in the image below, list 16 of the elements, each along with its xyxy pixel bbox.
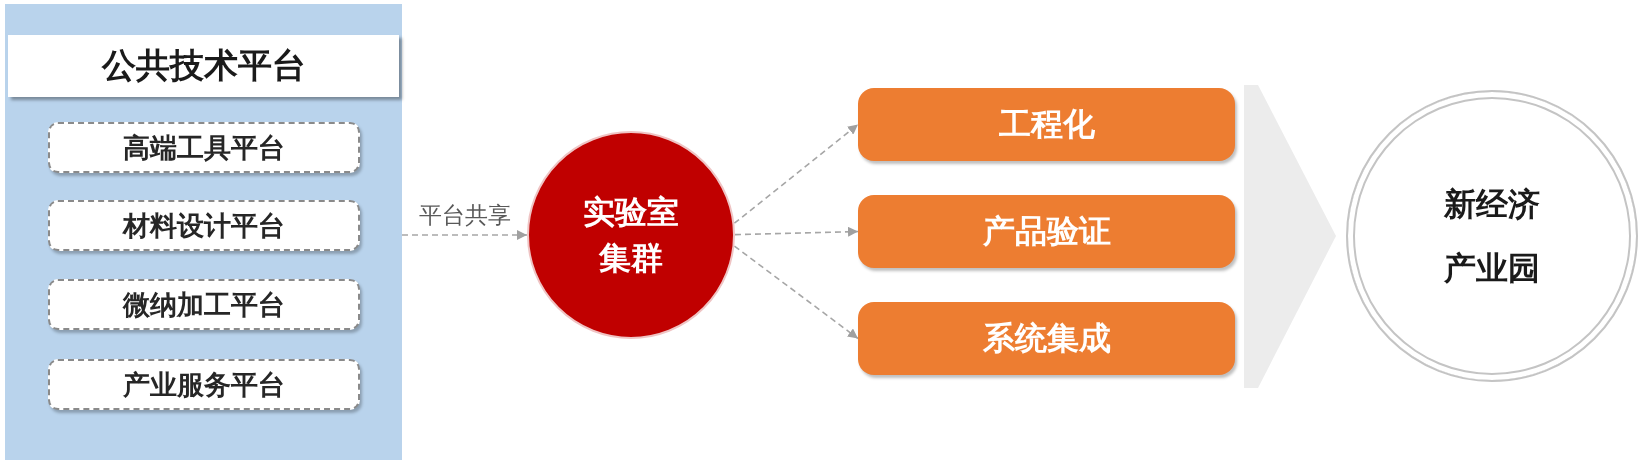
heading-banner: 公共技术平台 xyxy=(8,35,399,97)
arrow xyxy=(733,123,859,225)
process-box: 系统集成 xyxy=(858,302,1235,375)
process-box: 产品验证 xyxy=(858,195,1235,268)
platform-box: 高端工具平台 xyxy=(48,122,360,173)
arrow xyxy=(733,245,859,340)
process-box: 工程化 xyxy=(858,88,1235,161)
platform-box: 微纳加工平台 xyxy=(48,279,360,330)
arrow xyxy=(401,230,528,240)
park-circle: 新经济产业园 xyxy=(1346,90,1638,382)
cluster-circle: 实验室集群 xyxy=(527,131,735,339)
platform-box: 产业服务平台 xyxy=(48,359,360,410)
platform-panel xyxy=(5,4,402,460)
platform-box: 材料设计平台 xyxy=(48,200,360,251)
edge-label: 平台共享 xyxy=(416,202,513,228)
arrow xyxy=(734,226,859,237)
